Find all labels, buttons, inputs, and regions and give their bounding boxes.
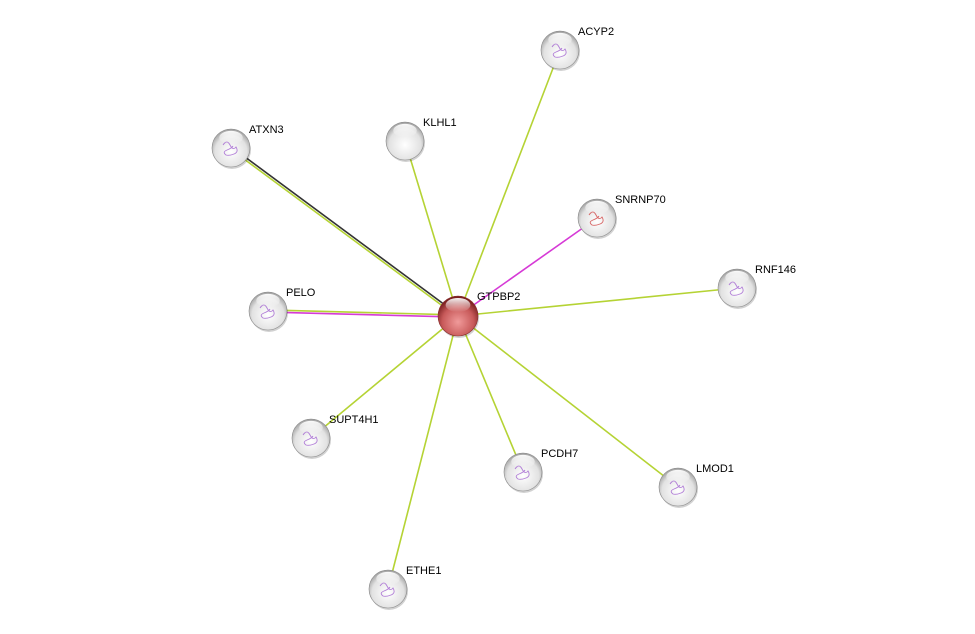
- protein-structure-icon: [222, 141, 238, 156]
- edge-evidence-line: [457, 49, 561, 317]
- edge-evidence-line: [268, 309, 459, 316]
- edge-gtpbp2-ethe1[interactable]: [387, 315, 459, 590]
- edge-evidence-line: [457, 217, 598, 317]
- node-pcdh7[interactable]: PCDH7: [503, 448, 578, 493]
- edge-evidence-line: [404, 140, 459, 317]
- edge-gtpbp2-rnf146[interactable]: [457, 287, 738, 317]
- node-label: SUPT4H1: [329, 414, 379, 426]
- protein-structure-icon: [551, 43, 567, 58]
- node-gtpbp2[interactable]: GTPBP2: [437, 291, 520, 338]
- protein-structure-icon: [302, 431, 318, 446]
- protein-structure-icon: [728, 281, 744, 296]
- node-label: RNF146: [755, 264, 796, 276]
- node-pelo[interactable]: PELO: [248, 287, 316, 332]
- sphere-highlight: [219, 130, 243, 145]
- node-label: LMOD1: [696, 463, 734, 475]
- sphere-highlight: [393, 123, 417, 138]
- edge-gtpbp2-pelo[interactable]: [267, 309, 459, 318]
- edge-evidence-line: [387, 315, 459, 590]
- node-klhl1[interactable]: KLHL1: [385, 117, 457, 162]
- sphere-highlight: [585, 200, 609, 215]
- edge-evidence-line: [229, 148, 458, 318]
- sphere-highlight: [376, 571, 400, 586]
- node-rnf146[interactable]: RNF146: [717, 264, 796, 309]
- edge-evidence-line: [457, 287, 738, 317]
- edge-evidence-line: [457, 315, 679, 488]
- node-label: GTPBP2: [477, 291, 520, 303]
- protein-structure-icon: [669, 480, 685, 495]
- edges-layer: [229, 49, 738, 590]
- sphere-highlight: [548, 32, 572, 47]
- protein-structure-icon: [259, 304, 275, 319]
- edge-gtpbp2-snrnp70[interactable]: [457, 217, 598, 317]
- edge-evidence-line: [267, 311, 458, 318]
- sphere-highlight: [256, 293, 280, 308]
- edge-evidence-line: [231, 146, 460, 316]
- edge-evidence-line: [457, 315, 524, 473]
- edge-gtpbp2-pcdh7[interactable]: [457, 315, 524, 473]
- sphere-highlight: [725, 270, 749, 285]
- node-acyp2[interactable]: ACYP2: [540, 26, 614, 71]
- node-label: ATXN3: [249, 124, 284, 136]
- protein-structure-icon: [588, 211, 604, 226]
- edge-gtpbp2-supt4h1[interactable]: [310, 315, 459, 439]
- node-label: KLHL1: [423, 117, 457, 129]
- node-snrnp70[interactable]: SNRNP70: [577, 194, 666, 239]
- protein-structure-icon: [379, 582, 395, 597]
- edge-gtpbp2-lmod1[interactable]: [457, 315, 679, 488]
- sphere-highlight: [666, 469, 690, 484]
- node-ethe1[interactable]: ETHE1: [368, 565, 441, 610]
- edge-gtpbp2-acyp2[interactable]: [457, 49, 561, 317]
- node-label: PELO: [286, 287, 316, 299]
- node-label: ETHE1: [406, 565, 441, 577]
- edge-gtpbp2-klhl1[interactable]: [404, 140, 459, 317]
- node-lmod1[interactable]: LMOD1: [658, 463, 734, 508]
- sphere-highlight: [445, 298, 471, 312]
- edge-gtpbp2-atxn3[interactable]: [229, 146, 460, 318]
- sphere-highlight: [299, 420, 323, 435]
- node-supt4h1[interactable]: SUPT4H1: [291, 414, 379, 459]
- node-label: PCDH7: [541, 448, 578, 460]
- edge-evidence-line: [310, 315, 459, 439]
- node-label: SNRNP70: [615, 194, 666, 206]
- sphere-highlight: [511, 454, 535, 469]
- node-label: ACYP2: [578, 26, 614, 38]
- protein-structure-icon: [514, 465, 530, 480]
- node-atxn3[interactable]: ATXN3: [211, 124, 284, 169]
